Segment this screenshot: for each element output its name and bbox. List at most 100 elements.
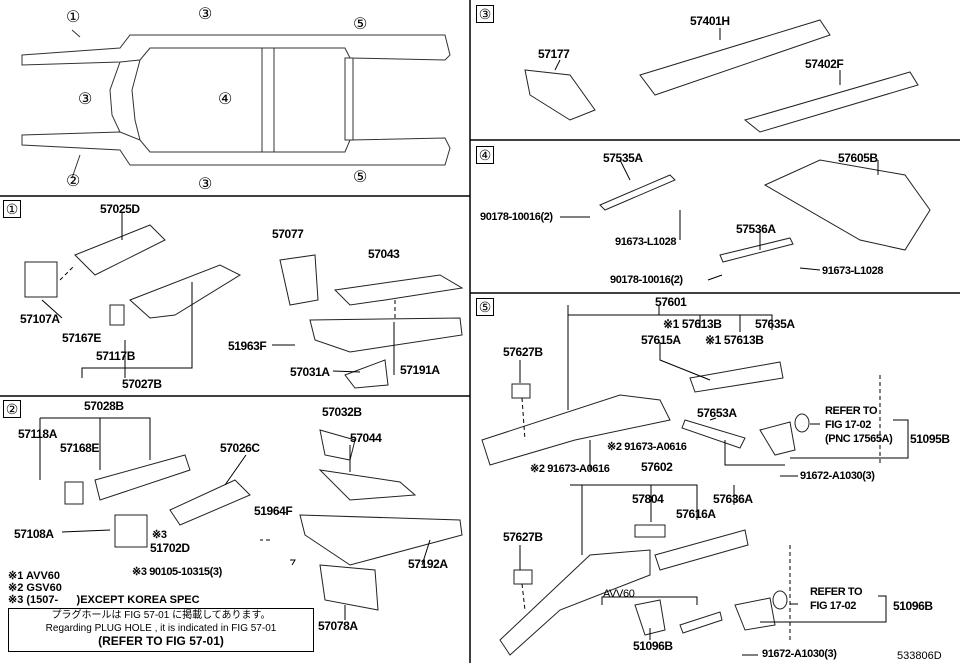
part-label[interactable]: 51964F <box>254 504 293 518</box>
part-label[interactable]: 57108A <box>14 527 54 541</box>
part-57616A <box>654 529 749 571</box>
part-label[interactable]: 90178-10016(2) <box>480 211 553 223</box>
section-marker-2: ② <box>3 400 21 418</box>
part-57605B <box>763 159 931 251</box>
part-57192A <box>299 514 463 566</box>
overview-marker-1: ① <box>66 9 81 26</box>
part-label[interactable]: 57043 <box>368 247 400 261</box>
plug-note-ref[interactable]: (REFER TO FIG 57-01) <box>98 634 224 648</box>
part-label[interactable]: 57401H <box>690 14 730 28</box>
part-label[interactable]: 57636A <box>713 492 753 506</box>
part-label[interactable]: 91673-L1028 <box>615 236 677 248</box>
part-57107A <box>24 261 58 298</box>
part-label[interactable]: 90178-10016(2) <box>610 274 683 286</box>
note-1: ※1 AVV60 <box>8 570 61 582</box>
part-label[interactable]: 51702D <box>150 541 190 555</box>
overview-marker-5-bottom: ⑤ <box>353 169 368 186</box>
part-label[interactable]: 57627B <box>503 345 543 359</box>
refer-text: REFER TO <box>810 586 863 598</box>
overview-marker-3-left: ③ <box>78 91 93 108</box>
part-57615A <box>689 361 784 393</box>
part-label[interactable]: 57077 <box>272 227 304 241</box>
plug-note-en: Regarding PLUG HOLE , it is indicated in… <box>45 623 277 634</box>
part-51096B-avv60 <box>634 599 666 636</box>
part-label[interactable]: 51096B <box>633 639 673 653</box>
part-57627B-1 <box>511 383 531 399</box>
part-label[interactable]: 57118A <box>18 427 57 441</box>
part-57117B <box>129 264 242 319</box>
part-label[interactable]: 57026C <box>220 441 260 455</box>
variant-label: AVV60 <box>603 588 635 600</box>
part-57043 <box>333 274 464 306</box>
section-marker-3: ③ <box>476 5 494 23</box>
part-label[interactable]: 57615A <box>641 333 681 347</box>
part-label[interactable]: 51095B <box>910 432 950 446</box>
part-57028B <box>94 454 191 501</box>
part-57078A <box>319 564 379 611</box>
part-label[interactable]: 57028B <box>84 399 124 413</box>
part-57026C <box>169 479 251 526</box>
part-57191A <box>309 317 463 353</box>
part-57627B-2 <box>513 569 533 585</box>
part-label[interactable]: ※3 90105-10315(3) <box>132 566 222 578</box>
part-label[interactable]: 57025D <box>100 202 140 216</box>
part-label[interactable]: 57602 <box>641 460 673 474</box>
part-label[interactable]: 57601 <box>655 295 687 309</box>
part-label[interactable]: ※2 91673-A0616 <box>530 463 610 475</box>
overview-marker-5-top: ⑤ <box>353 16 368 33</box>
part-label[interactable]: 57192A <box>408 557 448 571</box>
part-51096B <box>734 597 776 631</box>
part-label[interactable]: 57167E <box>62 331 101 345</box>
overview-marker-2: ② <box>66 173 81 190</box>
part-label[interactable]: 57027B <box>122 377 162 391</box>
part-bushing-2 <box>772 590 788 610</box>
part-label[interactable]: 57536A <box>736 222 776 236</box>
part-label[interactable]: 57616A <box>676 507 716 521</box>
overview-marker-3-bottom: ③ <box>198 176 213 193</box>
part-57601-frame <box>481 394 671 466</box>
part-57804 <box>634 524 666 538</box>
part-label[interactable]: 57177 <box>538 47 570 61</box>
part-51095B <box>759 421 796 456</box>
part-57108A <box>114 514 148 548</box>
part-label[interactable]: 91672-A1030(3) <box>762 648 837 660</box>
part-label[interactable]: 57635A <box>755 317 795 331</box>
part-label[interactable]: ※1 57613B <box>705 333 764 347</box>
overview-marker-3-top: ③ <box>198 6 213 23</box>
part-label[interactable]: 57117B <box>96 349 135 363</box>
part-label[interactable]: 57107A <box>20 312 60 326</box>
part-57602-frame <box>499 549 651 656</box>
part-label[interactable]: 57653A <box>697 406 737 420</box>
part-57025D <box>74 224 166 276</box>
part-label[interactable]: 57535A <box>603 151 643 165</box>
plug-note-jp: プラグホールは FIG 57-01 に掲載してあります。 <box>51 610 271 621</box>
part-label[interactable]: 91672-A1030(3) <box>800 470 875 482</box>
frame-overview <box>21 29 451 179</box>
part-label[interactable]: 57078A <box>318 619 358 633</box>
plug-hole-note-box: プラグホールは FIG 57-01 に掲載してあります。 Regarding P… <box>8 608 314 652</box>
part-label[interactable]: ※1 57613B <box>663 317 722 331</box>
part-label[interactable]: 51963F <box>228 339 267 353</box>
note-3: ※3 (1507- )EXCEPT KOREA SPEC <box>8 594 200 606</box>
section-marker-4: ④ <box>476 146 494 164</box>
part-label[interactable]: 57031A <box>290 365 330 379</box>
refer-fig-link[interactable]: FIG 17-02 <box>825 419 871 431</box>
part-label[interactable]: 57402F <box>805 57 844 71</box>
refer-text: REFER TO <box>825 405 878 417</box>
part-label[interactable]: 57032B <box>322 405 362 419</box>
part-label[interactable]: 51096B <box>893 599 933 613</box>
refer-fig-link[interactable]: FIG 17-02 <box>810 600 856 612</box>
part-57044 <box>318 469 417 501</box>
part-label[interactable]: 57804 <box>632 492 664 506</box>
part-label[interactable]: ※2 91673-A0616 <box>607 441 687 453</box>
part-label[interactable]: 57044 <box>350 431 382 445</box>
part-label[interactable]: 91673-L1028 <box>822 265 884 277</box>
part-label[interactable]: 57605B <box>838 151 878 165</box>
overview-marker-4: ④ <box>218 91 233 108</box>
part-57402F <box>743 71 919 133</box>
part-label[interactable]: 57191A <box>400 363 440 377</box>
part-label[interactable]: 57168E <box>60 441 99 455</box>
part-label[interactable]: 57627B <box>503 530 543 544</box>
